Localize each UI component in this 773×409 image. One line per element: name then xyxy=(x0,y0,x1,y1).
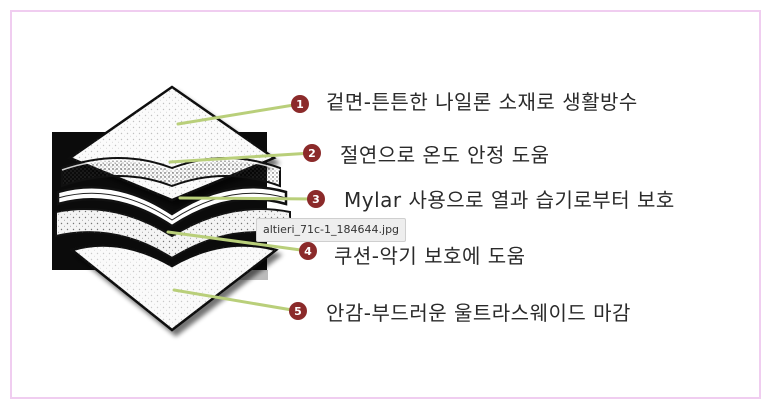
layer-5-label: 안감-부드러운 울트라스웨이드 마감 xyxy=(326,301,631,325)
layer-5-lining xyxy=(69,244,279,332)
marker-number-3: 3 xyxy=(312,193,320,206)
marker-3: 3 xyxy=(307,190,325,208)
marker-number-1: 1 xyxy=(296,98,304,111)
leader-line-5 xyxy=(172,288,300,313)
marker-4: 4 xyxy=(299,242,317,260)
marker-2: 2 xyxy=(303,144,321,162)
leader-line-4 xyxy=(166,230,310,253)
layer-4-label: 쿠션-악기 보호에 도움 xyxy=(334,244,526,268)
layer-1-label: 겉면-튼튼한 나일론 소재로 생활방수 xyxy=(326,90,638,114)
marker-1: 1 xyxy=(291,95,309,113)
layer-3-label: Mylar 사용으로 열과 습기로부터 보호 xyxy=(344,188,675,212)
marker-number-2: 2 xyxy=(308,147,316,160)
leader-line-1 xyxy=(176,102,302,126)
layer-2-label: 절연으로 온도 안정 도움 xyxy=(340,143,550,167)
leader-line-3 xyxy=(178,196,318,201)
marker-5: 5 xyxy=(289,302,307,320)
layer-2-insulation xyxy=(61,157,281,188)
image-filename-tooltip: altieri_71c-1_184644.jpg xyxy=(256,218,407,242)
leader-line-2 xyxy=(168,151,314,164)
marker-number-4: 4 xyxy=(304,245,312,258)
marker-number-5: 5 xyxy=(294,305,302,318)
